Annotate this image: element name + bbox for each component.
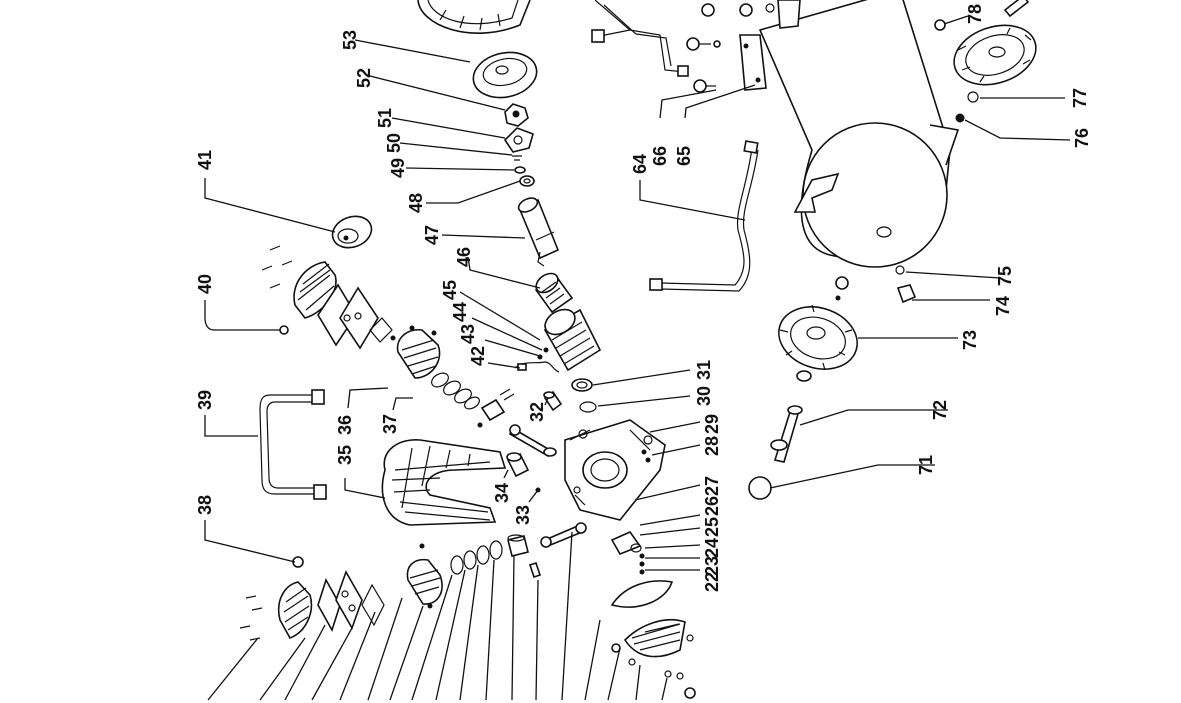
piston-upper xyxy=(477,388,515,428)
crankcase-part-27 xyxy=(564,419,666,521)
callout-44: 44 xyxy=(450,302,470,322)
callout-47: 47 xyxy=(422,225,442,245)
motor-cap-part-41 xyxy=(331,215,373,249)
callout-25: 25 xyxy=(702,517,722,537)
callout-49: 49 xyxy=(388,158,408,178)
callout-46: 46 xyxy=(454,247,474,267)
fan-shroud-top xyxy=(417,0,531,34)
cylinder-upper xyxy=(396,325,441,379)
bearing-part-34 xyxy=(506,452,530,478)
callout-78: 78 xyxy=(965,4,985,24)
handle-upper xyxy=(591,0,801,93)
valve-plates-upper xyxy=(317,283,396,350)
callout-27: 27 xyxy=(702,476,722,496)
callout-65: 65 xyxy=(674,146,694,166)
callout-35: 35 xyxy=(335,445,355,465)
callout-31: 31 xyxy=(694,360,714,380)
pin-part-32 xyxy=(543,390,563,412)
callout-42: 42 xyxy=(468,346,488,366)
piston-rings-lower xyxy=(450,540,503,575)
callout-74: 74 xyxy=(993,296,1013,316)
crankcase-parts-28-31 xyxy=(571,378,651,463)
callout-73: 73 xyxy=(960,330,980,350)
callout-23: 23 xyxy=(702,556,722,576)
callout-41: 41 xyxy=(195,150,215,170)
hose-part-64 xyxy=(649,140,759,292)
fan-guard-lower xyxy=(611,618,696,699)
callout-24: 24 xyxy=(702,538,722,558)
wheel-upper xyxy=(953,24,1037,86)
callout-64: 64 xyxy=(630,154,650,174)
callout-26: 26 xyxy=(702,496,722,516)
handle-part-39 xyxy=(259,389,327,500)
end-plate-part-51 xyxy=(503,127,534,153)
callout-33: 33 xyxy=(513,505,533,525)
callout-28: 28 xyxy=(702,436,722,456)
fan-shroud-part-35 xyxy=(381,439,507,526)
callout-43: 43 xyxy=(458,324,478,344)
fan-part-52 xyxy=(504,103,529,127)
callout-45: 45 xyxy=(440,280,460,300)
axle-part-72 xyxy=(770,405,803,463)
callout-40: 40 xyxy=(195,274,215,294)
cap-part-71 xyxy=(748,476,772,500)
leader-lines xyxy=(204,15,1071,701)
cylinder-lower xyxy=(406,543,443,609)
connecting-rod-upper xyxy=(509,424,557,458)
callout-72: 72 xyxy=(930,400,950,420)
callout-52: 52 xyxy=(354,68,374,88)
small-parts-22-26 xyxy=(610,531,645,575)
callout-29: 29 xyxy=(702,414,722,434)
cylinder-head-lower xyxy=(239,556,313,641)
fan-cover-part-53 xyxy=(472,51,538,99)
small-parts-49-50 xyxy=(512,155,535,187)
callout-39: 39 xyxy=(195,390,215,410)
rotor-part-47 xyxy=(517,197,560,267)
motor-small-parts-42-44 xyxy=(514,347,560,373)
callout-22: 22 xyxy=(702,572,722,592)
valve-plates-lower xyxy=(317,570,385,632)
callout-30: 30 xyxy=(694,386,714,406)
callout-53: 53 xyxy=(340,30,360,50)
callout-37: 37 xyxy=(380,414,400,434)
callout-66: 66 xyxy=(650,146,670,166)
piston-lower xyxy=(507,534,542,579)
cover-plate-lower xyxy=(610,580,674,608)
callout-71: 71 xyxy=(916,455,936,475)
callout-labels: 53 52 51 50 49 48 47 46 45 44 43 42 41 4… xyxy=(195,4,1092,592)
small-hardware-right xyxy=(796,0,1030,382)
stator-part-46 xyxy=(534,272,574,314)
connecting-rod-lower xyxy=(535,487,587,548)
air-tank xyxy=(758,0,960,268)
callout-36: 36 xyxy=(335,415,355,435)
callout-50: 50 xyxy=(384,133,404,153)
motor-housing-part-45 xyxy=(543,308,602,372)
callout-77: 77 xyxy=(1070,88,1090,108)
callout-51: 51 xyxy=(375,108,395,128)
wheel-lower-part-73 xyxy=(778,304,858,371)
tank-bracket-part-65 xyxy=(739,34,767,91)
callout-75: 75 xyxy=(995,266,1015,286)
piston-rings-upper xyxy=(431,372,480,410)
callout-38: 38 xyxy=(195,495,215,515)
callout-48: 48 xyxy=(406,193,426,213)
callout-32: 32 xyxy=(527,402,547,422)
callout-76: 76 xyxy=(1072,128,1092,148)
callout-34: 34 xyxy=(492,483,512,503)
